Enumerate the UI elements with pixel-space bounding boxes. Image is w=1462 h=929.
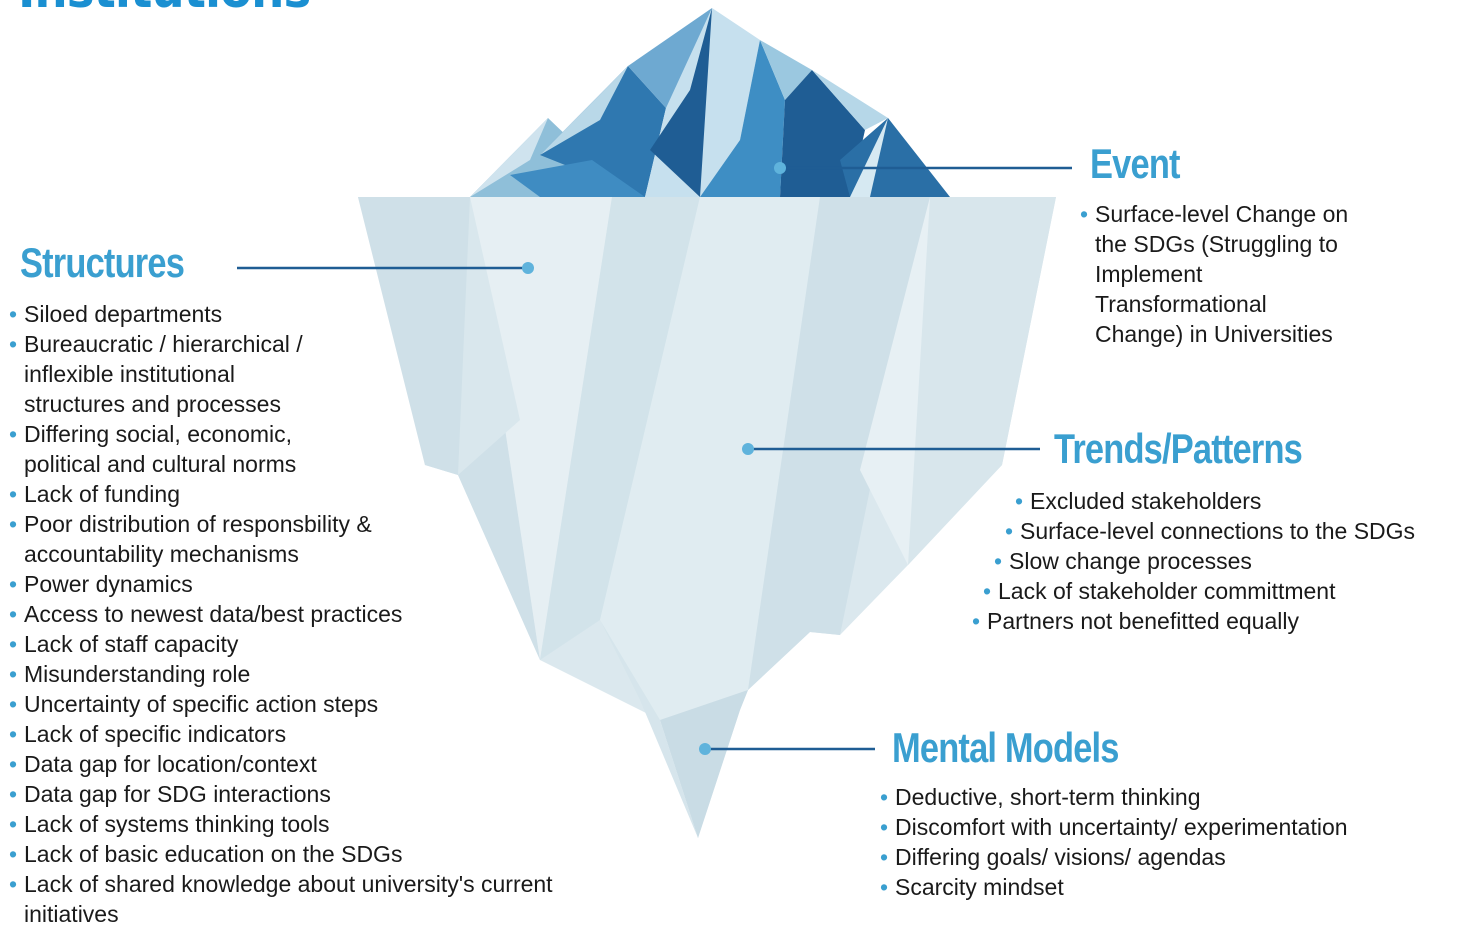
mental-models-connector-dot: [699, 743, 711, 755]
structures-item: Lack of shared knowledge about universit…: [9, 869, 553, 929]
structures-item: Bureaucratic / hierarchical / inflexible…: [9, 329, 553, 419]
structures-item: Access to newest data/best practices: [9, 599, 553, 629]
trends-item: Surface-level connections to the SDGs: [1005, 516, 1415, 546]
structures-item: Lack of funding: [9, 479, 553, 509]
structures-item: Lack of specific indicators: [9, 719, 553, 749]
structures-connector-dot: [522, 262, 534, 274]
structures-item: Lack of basic education on the SDGs: [9, 839, 553, 869]
trends-item: Partners not benefitted equally: [972, 606, 1299, 636]
structures-item: Data gap for location/context: [9, 749, 553, 779]
mental-models-item: Deductive, short-term thinking: [880, 782, 1348, 812]
structures-item: Siloed departments: [9, 299, 553, 329]
structures-item: Lack of systems thinking tools: [9, 809, 553, 839]
mental-models-heading: Mental Models: [892, 724, 1119, 771]
structures-item: Poor distribution of responsbility & acc…: [9, 509, 553, 569]
mental-models-item: Discomfort with uncertainty/ experimenta…: [880, 812, 1348, 842]
connector-lines: [237, 162, 1072, 755]
structures-item: Power dynamics: [9, 569, 553, 599]
mental-models-item: Scarcity mindset: [880, 872, 1348, 902]
structures-item: Lack of staff capacity: [9, 629, 553, 659]
trends-connector-dot: [742, 443, 754, 455]
structures-item: Misunderstanding role: [9, 659, 553, 689]
structures-item: Data gap for SDG interactions: [9, 779, 553, 809]
structures-item: Differing social, economic, political an…: [9, 419, 553, 479]
structures-list: Siloed departments Bureaucratic / hierar…: [9, 299, 553, 929]
event-list: Surface-level Change on the SDGs (Strugg…: [1080, 199, 1348, 349]
event-item: Surface-level Change on the SDGs (Strugg…: [1080, 199, 1348, 349]
iceberg-peaks: [470, 8, 950, 197]
trends-heading: Trends/Patterns: [1054, 425, 1303, 472]
mental-models-item: Differing goals/ visions/ agendas: [880, 842, 1348, 872]
trends-item: Lack of stakeholder committment: [983, 576, 1335, 606]
structures-heading: Structures: [20, 239, 185, 286]
page-title: Institutions: [18, 0, 311, 20]
mental-models-list: Deductive, short-term thinking Discomfor…: [880, 782, 1348, 902]
trends-item: Slow change processes: [994, 546, 1252, 576]
event-connector-dot: [774, 162, 786, 174]
event-heading: Event: [1090, 140, 1181, 187]
trends-item: Excluded stakeholders: [1015, 486, 1261, 516]
structures-item: Uncertainty of specific action steps: [9, 689, 553, 719]
